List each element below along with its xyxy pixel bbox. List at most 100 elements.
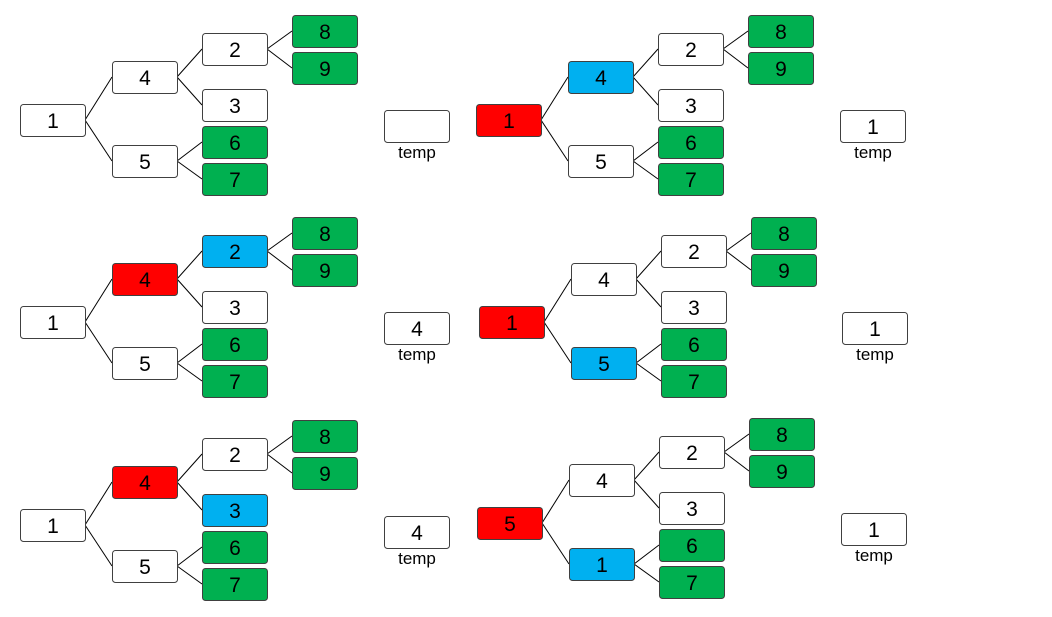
tree-edge-n5-n7 [632,160,659,180]
tree-node: 3 [661,291,727,324]
tree-node-value: 9 [778,260,790,283]
tree-node-box [751,254,817,287]
tree-edge-n2-n8 [266,232,293,252]
tree-node: 4 [569,464,635,497]
tree-node-value: 4 [596,470,608,493]
tree-node-box [661,291,727,324]
tree-edge-n2-n9 [266,453,293,474]
tree-node-value: 1 [596,554,608,577]
tree-node: 9 [292,457,358,490]
tree-node-value: 8 [319,21,331,44]
tree-edge-n1-n5 [84,524,113,567]
tree-node-value: 8 [778,223,790,246]
tree-node-box [202,126,268,159]
tree-node-value: 4 [139,472,151,495]
temp-label: temp [398,345,436,364]
tree-node: 5 [112,145,178,178]
tree-edge-n2-n9 [725,250,752,271]
tree-node-value: 5 [139,556,151,579]
tree-node-box [659,436,725,469]
temp-label: temp [398,549,436,568]
tree-edge-n2-n8 [266,30,293,50]
tree-node-box [658,163,724,196]
tree-node-value: 7 [685,169,697,192]
tree-node: 6 [659,529,725,562]
tree-node: 1 [569,548,635,581]
tree-node: 2 [202,438,268,471]
tree-node: 7 [659,566,725,599]
tree-node-box [112,466,178,499]
tree-node-box [661,365,727,398]
tree-node-box [479,306,545,339]
tree-edge-n4-n3 [176,481,203,511]
tree-edge-n5-n7 [635,362,662,382]
tree-node-box [568,145,634,178]
tree-node-box [659,492,725,525]
tree-edge-n2-n8 [723,433,750,453]
tree-node-value: 6 [229,537,241,560]
tree-node-value: 5 [598,353,610,376]
temp-box [841,513,907,546]
tree-node-value: 9 [319,463,331,486]
tree-node: 4 [112,466,178,499]
tree-node: 8 [292,15,358,48]
tree-node: 8 [749,418,815,451]
tree-node-value: 5 [595,151,607,174]
tree-node-value: 3 [688,297,700,320]
tree-node: 6 [202,328,268,361]
tree-node: 1 [20,509,86,542]
tree-edge-n5-n6 [176,546,203,567]
tree-node-value: 9 [319,58,331,81]
tree-node-value: 4 [139,269,151,292]
tree-edge-n1-n4 [84,278,113,323]
temp-value: 1 [868,519,880,542]
tree-node: 2 [659,436,725,469]
tree-node: 3 [659,492,725,525]
tree-node-value: 2 [229,444,241,467]
tree-node-box [202,89,268,122]
tree-edge-n4-n2 [633,451,660,481]
tree-edge-n4-n3 [632,76,659,106]
tree-node-box [751,217,817,250]
tree-node-box [568,61,634,94]
tree-node-box [292,420,358,453]
tree-node-box [292,15,358,48]
tree-node: 6 [661,328,727,361]
tree-node-box [659,529,725,562]
tree-edge-n1-n5 [84,119,113,162]
temp-label: temp [856,345,894,364]
tree-node-box [571,347,637,380]
tree-node-value: 6 [686,535,698,558]
tree-node: 9 [748,52,814,85]
tree-edge-n4-n2 [632,48,659,78]
tree-node-box [112,61,178,94]
tree-node-box [202,235,268,268]
tree-node-value: 7 [229,574,241,597]
tree-edge-n4-n3 [633,479,660,509]
tree-edge-n4-n2 [176,48,203,78]
tree-edge-n5-n6 [176,343,203,364]
tree-edge-n5-n7 [633,563,660,583]
tree-node: 4 [568,61,634,94]
tree-node-value: 8 [775,21,787,44]
tree-node-value: 3 [229,500,241,523]
tree-node-value: 5 [139,353,151,376]
tree-node-box [112,347,178,380]
tree-edge-n1-n4 [84,76,113,121]
tree-node-value: 9 [319,260,331,283]
tree-edge-n2-n8 [266,435,293,455]
tree-node: 6 [202,531,268,564]
tree-node-box [292,52,358,85]
tree-node-value: 9 [775,58,787,81]
tree-node: 1 [476,104,542,137]
tree-node-box [292,254,358,287]
tree-edge-n5-n6 [633,544,660,565]
tree-node: 2 [661,235,727,268]
tree-node: 7 [202,365,268,398]
